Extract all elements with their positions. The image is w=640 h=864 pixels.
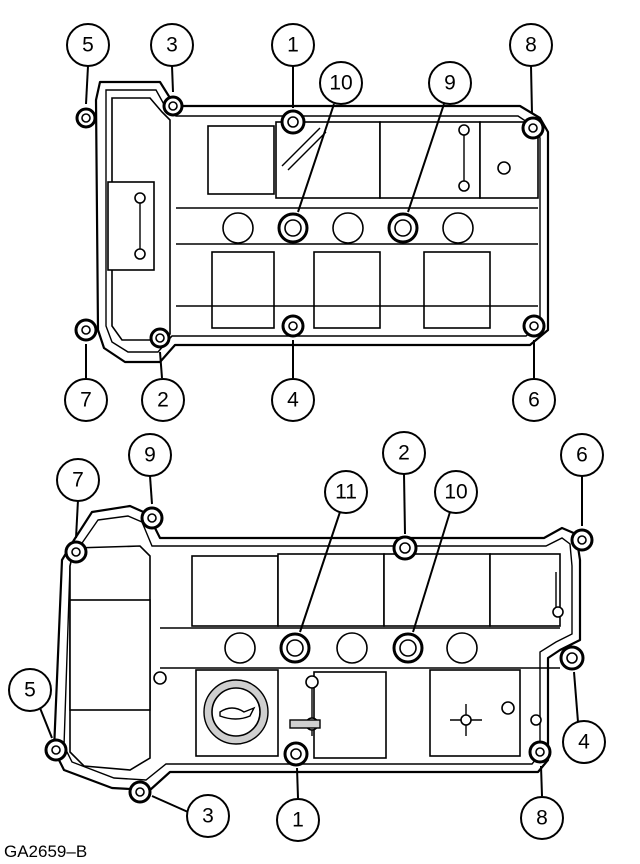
- bottom-callout-8: 8: [520, 796, 564, 840]
- bottom-callout-7: 7: [56, 458, 100, 502]
- svg-text:9: 9: [144, 444, 156, 467]
- svg-text:1: 1: [292, 809, 304, 832]
- svg-text:10: 10: [444, 481, 467, 504]
- svg-text:1: 1: [287, 34, 299, 57]
- oil-filler-cap: [195, 669, 279, 757]
- svg-text:6: 6: [528, 389, 540, 412]
- top-callout-10: 10: [319, 61, 363, 105]
- top-bolt-6: [522, 314, 546, 338]
- svg-text:11: 11: [335, 481, 357, 504]
- bottom-callout-6: 6: [560, 433, 604, 477]
- top-callout-5: 5: [66, 23, 110, 67]
- svg-text:3: 3: [202, 805, 214, 828]
- bottom-callout-10: 10: [434, 470, 478, 514]
- top-bolt-7: [74, 318, 98, 342]
- bottom-callout-11: 11: [324, 470, 368, 514]
- bottom-bolt-7: [64, 540, 88, 564]
- top-bolt-2: [149, 327, 171, 349]
- bottom-bolt-11: [279, 632, 311, 664]
- top-bolt-3: [162, 95, 184, 117]
- bottom-callout-4: 4: [562, 720, 606, 764]
- bottom-bolt-2: [392, 535, 418, 561]
- svg-text:10: 10: [329, 72, 352, 95]
- top-callout-1: 1: [271, 23, 315, 67]
- svg-text:8: 8: [525, 34, 537, 57]
- svg-text:9: 9: [444, 72, 456, 95]
- top-valve-cover: 5 3 1 10 9 8 7 2 4 6: [64, 23, 556, 422]
- svg-text:3: 3: [166, 34, 178, 57]
- svg-text:4: 4: [287, 389, 299, 412]
- figure-code: GA2659–B: [4, 842, 88, 861]
- top-callout-3: 3: [150, 23, 194, 67]
- bottom-bolt-10: [392, 632, 424, 664]
- top-callout-7: 7: [64, 378, 108, 422]
- svg-text:5: 5: [24, 679, 36, 702]
- bottom-callout-3: 3: [186, 794, 230, 838]
- bottom-callout-2: 2: [382, 431, 426, 475]
- bottom-callout-5: 5: [8, 668, 52, 712]
- bottom-bolt-9: [140, 506, 164, 530]
- bottom-callout-1: 1: [276, 798, 320, 842]
- svg-text:7: 7: [80, 389, 92, 412]
- bottom-bolt-8: [528, 740, 552, 764]
- top-callout-8: 8: [509, 23, 553, 67]
- top-bolt-5: [75, 107, 97, 129]
- top-bolt-8: [521, 116, 545, 140]
- svg-text:5: 5: [82, 34, 94, 57]
- top-bolt-10: [277, 212, 309, 244]
- bottom-bolt-1: [283, 741, 309, 767]
- top-callout-4: 4: [271, 378, 315, 422]
- top-callout-2: 2: [141, 378, 185, 422]
- top-bolt-9: [387, 212, 419, 244]
- svg-text:8: 8: [536, 807, 548, 830]
- top-callout-9: 9: [428, 61, 472, 105]
- bottom-bolt-5: [44, 738, 68, 762]
- svg-text:6: 6: [576, 444, 588, 467]
- svg-text:4: 4: [578, 731, 590, 754]
- top-bolt-1: [280, 109, 306, 135]
- bottom-bolt-4: [559, 645, 585, 671]
- svg-text:2: 2: [157, 389, 169, 412]
- top-callout-6: 6: [512, 378, 556, 422]
- top-bolt-4: [281, 314, 305, 338]
- bottom-callout-9: 9: [128, 433, 172, 477]
- bottom-bolt-6: [570, 528, 594, 552]
- svg-text:2: 2: [398, 442, 410, 465]
- bottom-bolt-3: [128, 780, 152, 804]
- bottom-valve-cover: 7 9 2 11 10 6 5 4 3 1 8: [8, 431, 606, 842]
- svg-text:7: 7: [72, 469, 84, 492]
